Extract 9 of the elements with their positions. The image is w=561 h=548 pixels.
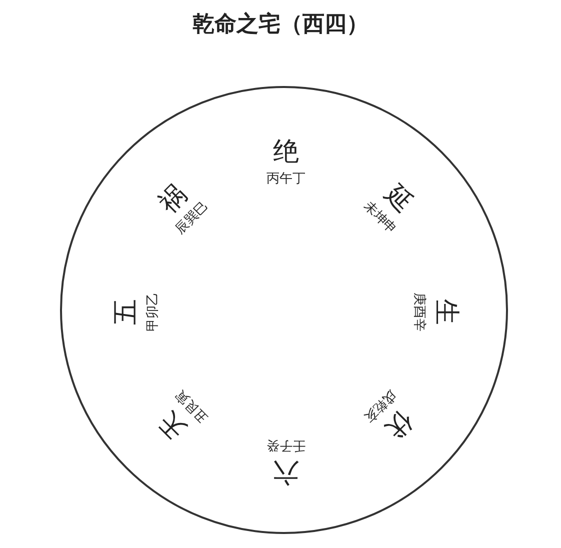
sector-character: 六 (273, 459, 299, 485)
direction-label: 甲卯乙 (146, 292, 160, 332)
sector-character: 生 (433, 299, 459, 325)
sector-character: 绝 (273, 139, 299, 165)
sector-character: 五 (113, 299, 139, 325)
direction-label: 丙午丁 (266, 172, 306, 186)
direction-label: 壬子癸 (266, 438, 306, 452)
title: 乾命之宅（西四） (192, 10, 368, 39)
direction-label: 庚酉辛 (412, 292, 426, 332)
